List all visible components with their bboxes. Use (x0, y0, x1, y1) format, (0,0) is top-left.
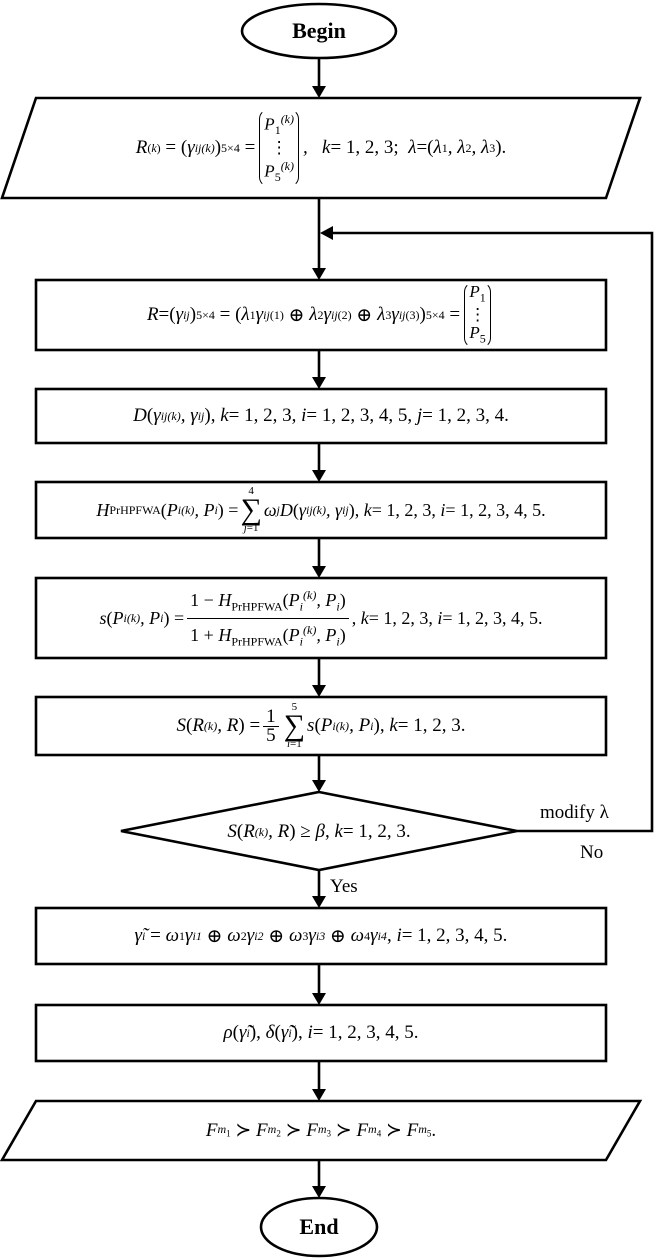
overall-box (34, 906, 608, 966)
edge-label-no: No (580, 842, 604, 863)
connectors (312, 58, 654, 1198)
group-similarity-box (34, 695, 608, 757)
score-box (34, 1003, 608, 1063)
begin-label: Begin (292, 18, 346, 43)
edge-label-yes: Yes (330, 876, 358, 897)
distance-box (34, 387, 608, 445)
edge-label-modify-lambda: modify λ (540, 802, 609, 823)
input-parallelogram (0, 96, 642, 200)
aggregate-box (34, 278, 608, 352)
end-label: End (299, 1214, 339, 1239)
output-parallelogram (0, 1099, 643, 1162)
score-formula: ρ(γ̃i), δ(γ̃i), i = 1, 2, 3, 4, 5. (223, 1022, 419, 1043)
hpfwa-box (34, 480, 608, 540)
arrow-feedback-loop (331, 231, 654, 833)
decision-condition: S(R(k), R) ≥ β, k = 1, 2, 3. (227, 821, 411, 842)
